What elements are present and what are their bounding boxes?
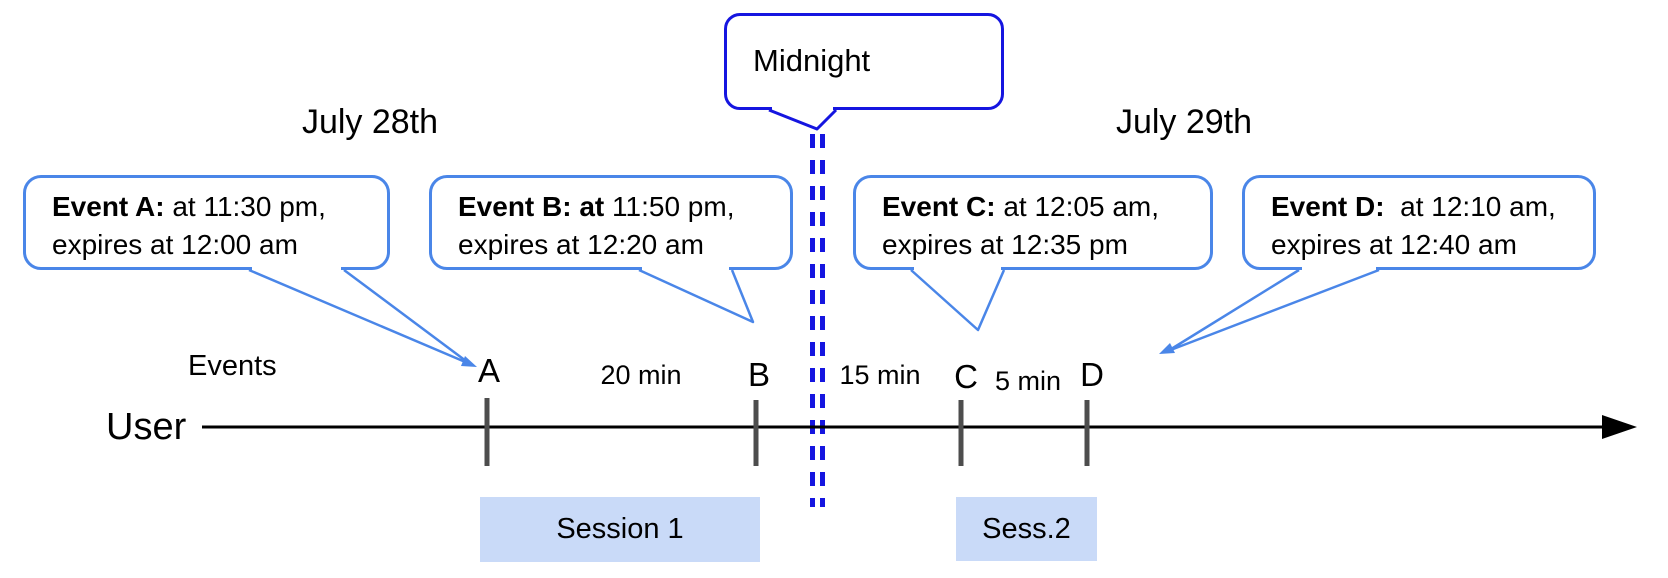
event-a-line2: expires at 12:00 am — [52, 229, 298, 260]
interval-5min-label: 5 min — [994, 366, 1062, 396]
interval-15min-label: 15 min — [839, 360, 921, 390]
date-july-28: July 28th — [301, 103, 439, 141]
timeline-axis — [202, 415, 1637, 439]
marker-b-label: B — [747, 356, 771, 393]
event-c-callout: Event C: at 12:05 am, expires at 12:35 p… — [853, 175, 1213, 270]
event-d-pointer — [1159, 266, 1380, 354]
event-b-pointer — [638, 266, 755, 324]
timeline-arrowhead — [1602, 415, 1637, 439]
event-a-line1: Event A: at 11:30 pm, — [52, 191, 326, 222]
interval-20min-label: 20 min — [600, 360, 682, 390]
midnight-pointer — [768, 106, 838, 131]
event-a-pointer-arrowhead — [461, 356, 477, 367]
event-d-pointer-arrowhead — [1159, 343, 1175, 354]
session-2-box: Sess.2 — [956, 497, 1097, 561]
midnight-callout: Midnight — [724, 13, 1004, 110]
session-2-label: Sess.2 — [982, 513, 1071, 545]
event-b-line2: expires at 12:20 am — [458, 229, 704, 260]
user-axis-label: User — [106, 406, 187, 448]
event-c-pointer — [910, 266, 1006, 332]
event-c-line1: Event C: at 12:05 am, — [882, 191, 1160, 222]
event-c-line2: expires at 12:35 pm — [882, 229, 1128, 260]
events-row-label: Events — [188, 350, 277, 382]
midnight-label: Midnight — [753, 43, 871, 78]
midnight-dashed-line — [810, 134, 825, 507]
event-d-line2: expires at 12:40 am — [1271, 229, 1517, 260]
marker-a-label: A — [477, 352, 501, 389]
marker-d-label: D — [1080, 356, 1104, 393]
event-b-line1: Event B: at 11:50 pm, — [458, 191, 735, 222]
session-1-box: Session 1 — [480, 497, 760, 562]
date-july-29: July 29th — [1115, 103, 1253, 141]
event-a-pointer — [248, 266, 477, 367]
event-b-callout: Event B: at 11:50 pm, expires at 12:20 a… — [429, 175, 793, 270]
marker-c-label: C — [954, 358, 978, 395]
session-1-label: Session 1 — [556, 513, 684, 545]
event-ticks — [484, 398, 1090, 466]
event-a-callout: Event A: at 11:30 pm, expires at 12:00 a… — [23, 175, 390, 270]
event-d-callout: Event D: at 12:10 am, expires at 12:40 a… — [1242, 175, 1596, 270]
event-d-line1: Event D: at 12:10 am, — [1271, 191, 1556, 222]
